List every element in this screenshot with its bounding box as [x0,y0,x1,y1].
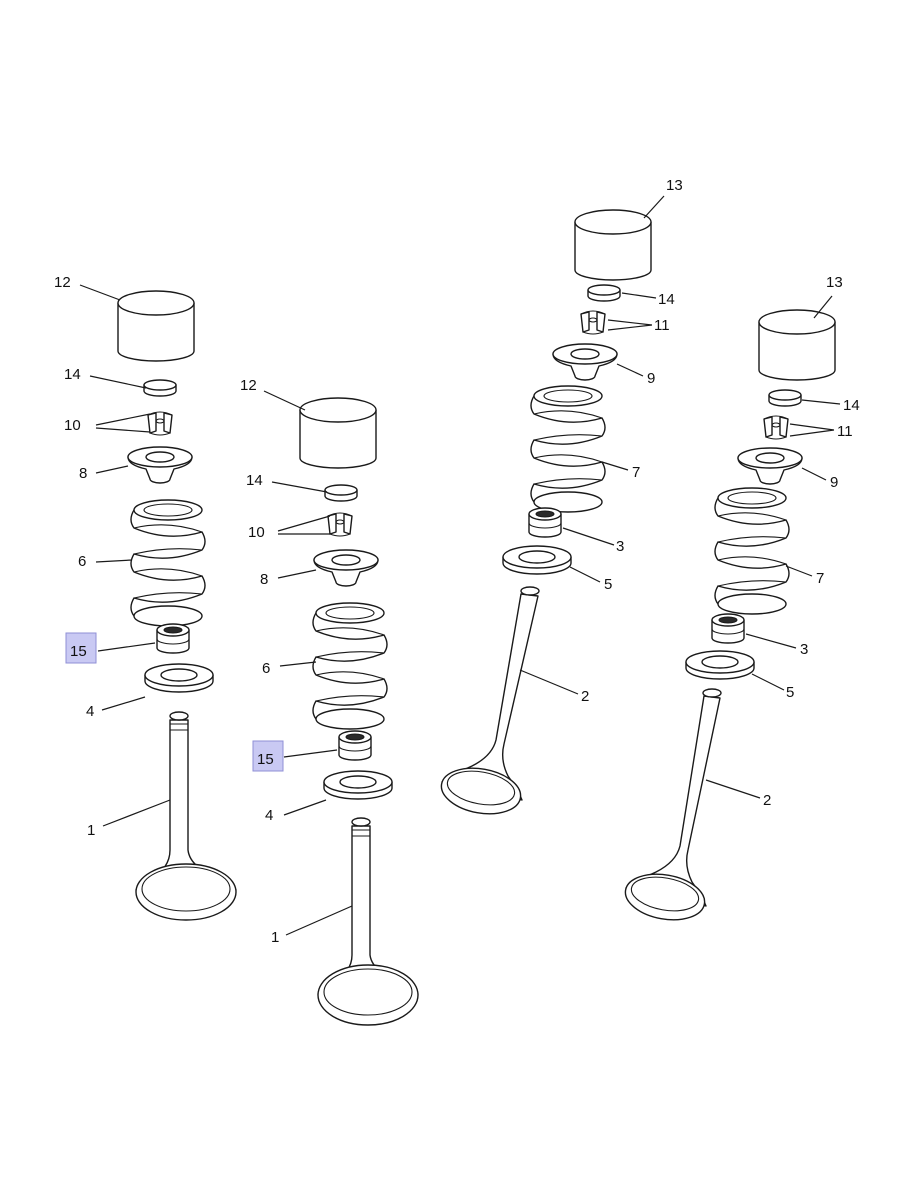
valve-retainer-9 [552,343,618,381]
adjusting-pad-14 [324,484,358,502]
valve-lifter-13 [574,209,652,281]
label-1-c1: 1 [87,822,95,839]
label-15-c2: 15 [257,751,274,768]
valve-cotter-11 [763,415,789,440]
valve-stem-seal-3 [528,507,562,538]
spring-seat-4 [144,663,214,693]
label-10-c2: 10 [248,524,265,541]
label-6-c1: 6 [78,553,86,570]
valve-spring-6 [312,602,388,730]
label-14-c3: 14 [658,291,675,308]
label-8-c1: 8 [79,465,87,482]
label-4-c1: 4 [86,703,94,720]
spring-seat-4 [323,770,393,800]
highlight-15-c1 [65,632,97,664]
label-10-c1: 10 [64,417,81,434]
label-14-c4: 14 [843,397,860,414]
spring-seat-5 [685,650,755,680]
valve-2 [624,688,722,921]
column-2-parts: 12 14 10 8 6 15 4 1 [240,377,419,1026]
highlight-15-c2 [252,740,284,772]
label-11-c3: 11 [654,317,670,334]
label-14-c1: 14 [64,366,81,383]
label-3-c4: 3 [800,641,808,658]
label-12-c1: 12 [54,274,71,291]
label-14-c2: 14 [246,472,263,489]
valve-2 [440,586,540,815]
label-7-c4: 7 [816,570,824,587]
label-9-c4: 9 [830,474,838,491]
label-3-c3: 3 [616,538,624,555]
valve-stem-seal-15 [156,623,190,654]
label-13-c4: 13 [826,274,843,291]
label-11-c4: 11 [837,423,853,440]
adjusting-pad-14 [143,379,177,397]
label-15-c1: 15 [70,643,87,660]
label-13-c3: 13 [666,177,683,194]
valve-spring-7 [530,385,606,513]
label-7-c3: 7 [632,464,640,481]
adjusting-pad-14 [587,284,621,302]
valve-retainer-8 [127,446,193,484]
label-9-c3: 9 [647,370,655,387]
column-4-parts: 13 14 11 9 7 3 5 2 [624,274,860,921]
valve-lifter-13 [758,309,836,381]
label-2-c4: 2 [763,792,771,809]
valve-1 [317,817,419,1026]
adjusting-pad-14 [768,389,802,407]
valve-stem-seal-3 [711,613,745,644]
label-12-c2: 12 [240,377,257,394]
label-8-c2: 8 [260,571,268,588]
spring-seat-5 [502,545,572,575]
valve-lifter-12 [299,397,377,469]
valve-spring-7 [714,487,790,615]
valve-retainer-8 [313,549,379,587]
label-6-c2: 6 [262,660,270,677]
label-1-c2: 1 [271,929,279,946]
valve-1 [135,711,237,921]
valve-spring-6 [130,499,206,627]
valve-cotter-11 [580,310,606,335]
label-2-c3: 2 [581,688,589,705]
label-4-c2: 4 [265,807,273,824]
label-5-c3: 5 [604,576,612,593]
valve-cotter-10 [327,512,353,537]
label-5-c4: 5 [786,684,794,701]
valve-stem-seal-15 [338,730,372,761]
column-1-parts: 12 14 10 8 6 15 4 1 [54,274,237,921]
valve-lifter-12 [117,290,195,362]
column-3-parts: 13 14 11 9 7 3 5 2 [440,177,683,815]
valve-retainer-9 [737,447,803,485]
valve-cotter-10 [147,411,173,436]
